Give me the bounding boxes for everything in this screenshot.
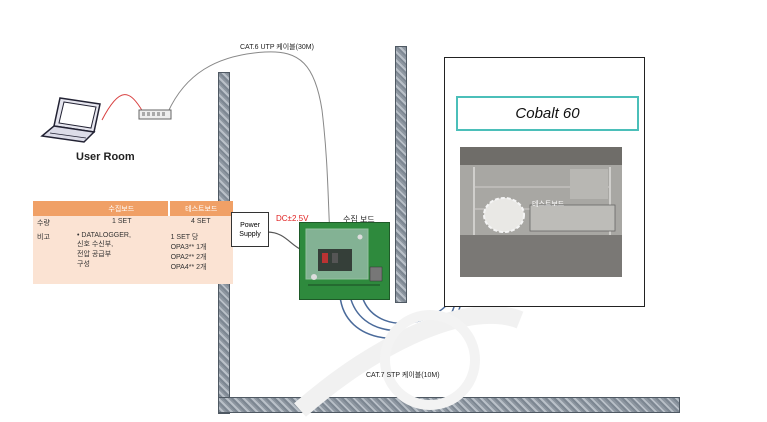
collect-board-label: 수집 보드 xyxy=(343,215,375,224)
table-cell: 1 SET xyxy=(75,216,169,230)
table-cell: 1 SET 당 OPA3** 1개 OPA2** 2개 OPA4** 2개 xyxy=(168,230,233,284)
table-cell: 수량 xyxy=(33,216,75,230)
irradiation-chamber-photo: 테스트보드 xyxy=(460,147,622,277)
wall-middle xyxy=(395,46,407,303)
test-board-label: 테스트보드 xyxy=(532,201,565,208)
table-header-empty xyxy=(33,201,75,216)
table-cell: • DATALOGGER, 신호 수신부, 전압 공급부 구성 xyxy=(75,230,169,284)
spec-table: 수집보드 테스트보드 수량 1 SET 4 SET 비고 • DATALOGGE… xyxy=(33,201,233,284)
user-room-label: User Room xyxy=(76,151,135,163)
table-cell: 비고 xyxy=(33,230,75,284)
power-supply-label: Power Supply xyxy=(239,221,261,238)
voltage-label: DC±2.5V xyxy=(276,214,309,223)
cat6-cable xyxy=(167,51,331,239)
red-cable xyxy=(101,94,144,121)
table-row: 비고 • DATALOGGER, 신호 수신부, 전압 공급부 구성 1 SET… xyxy=(33,230,233,284)
power-supply-box: Power Supply xyxy=(231,212,269,247)
board-components xyxy=(305,228,383,286)
table-row: 수량 1 SET 4 SET xyxy=(33,216,233,230)
cobalt-title-box: Cobalt 60 xyxy=(456,96,639,131)
table-header-test: 테스트보드 xyxy=(167,201,233,216)
watermark-circle xyxy=(380,310,480,410)
network-switch-icon xyxy=(138,109,172,120)
power-cable xyxy=(266,231,303,251)
laptop-icon xyxy=(40,97,101,143)
chamber-drawing xyxy=(460,147,622,277)
collect-board xyxy=(299,222,390,300)
cat6-cable-label: CAT.6 UTP 케이블(30M) xyxy=(240,44,314,51)
watermark-swoosh xyxy=(294,305,524,417)
table-cell: 4 SET xyxy=(168,216,233,230)
cat7-cable-label: CAT.7 STP 케이블(10M) xyxy=(366,372,440,379)
table-header-collect: 수집보드 xyxy=(75,201,169,216)
